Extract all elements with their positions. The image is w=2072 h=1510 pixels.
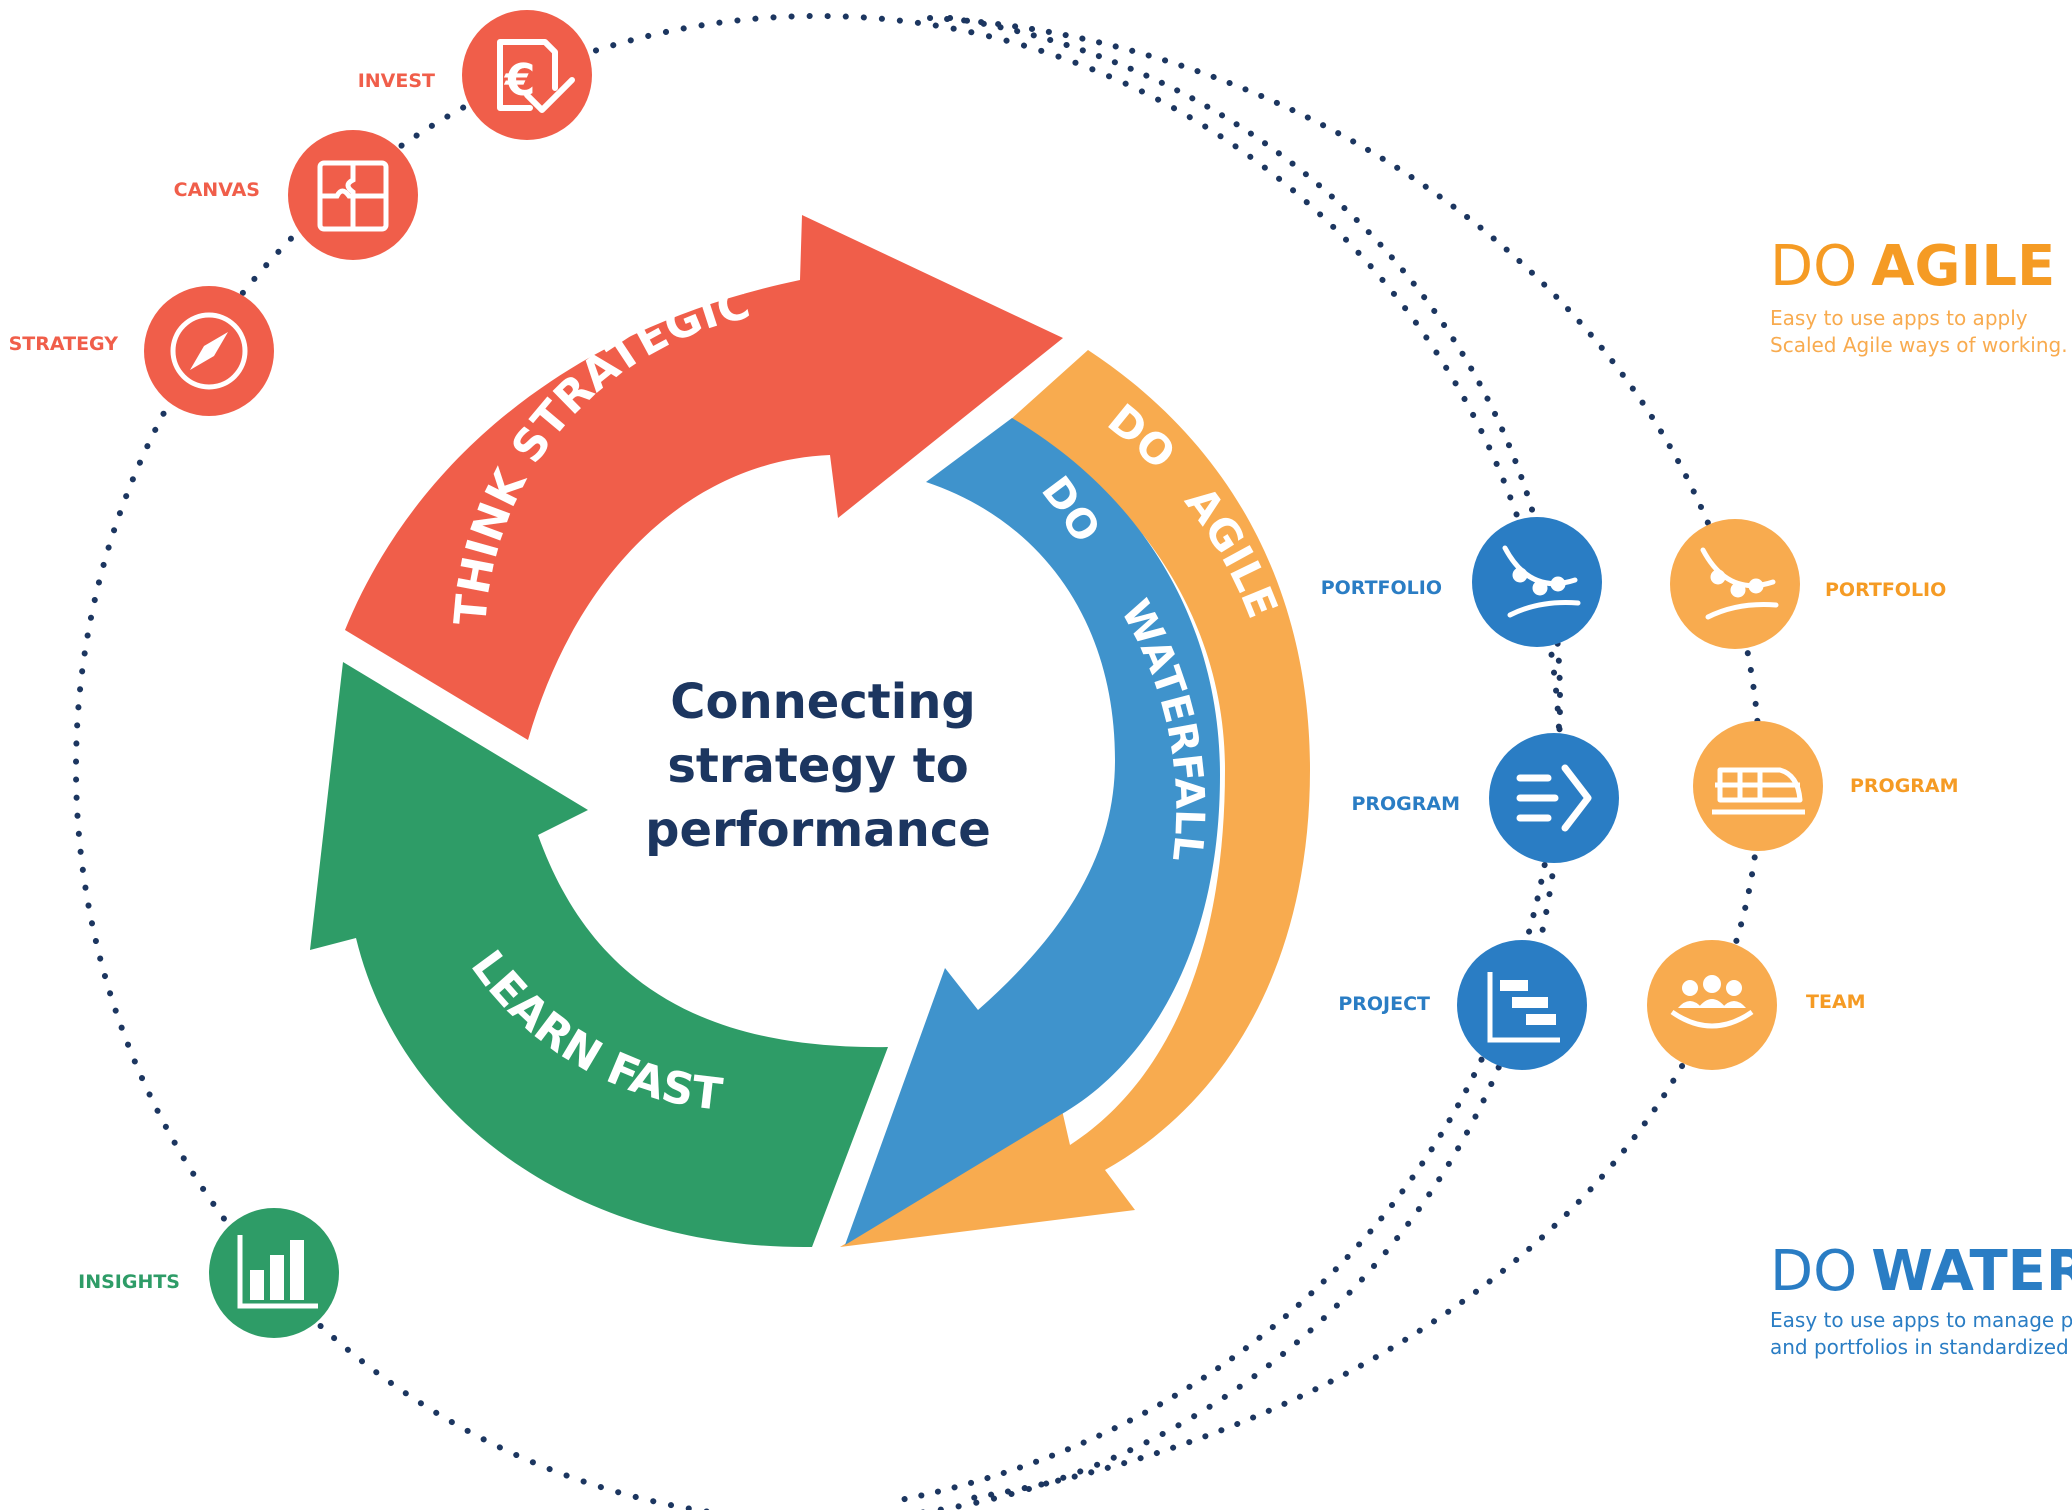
agile-portfolio-label: PORTFOLIO xyxy=(1825,579,1946,601)
waterfall-program-label: PROGRAM xyxy=(1351,793,1460,815)
do-agile-arrow xyxy=(840,350,1310,1247)
insights-label: INSIGHTS xyxy=(78,1271,180,1293)
do-waterfall-desc-line-2: and portfolios in standardized ways. xyxy=(1770,1335,2072,1359)
portfolio-funnel-icon xyxy=(1502,545,1581,618)
waterfall-project-label: PROJECT xyxy=(1338,993,1430,1015)
cycle xyxy=(310,215,1310,1248)
agile-team-label: TEAM xyxy=(1806,991,1866,1013)
compass-icon xyxy=(170,312,248,390)
node-invest[interactable]: € INVEST xyxy=(358,10,592,140)
portfolio-funnel-icon xyxy=(1700,547,1779,620)
learn-fast-arrow xyxy=(310,662,888,1248)
node-insights[interactable]: INSIGHTS xyxy=(78,1208,339,1338)
team-icon xyxy=(1670,975,1754,1029)
euro-check-icon: € xyxy=(497,39,575,113)
node-agile-portfolio[interactable]: PORTFOLIO xyxy=(1670,519,1946,649)
node-waterfall-project[interactable]: PROJECT xyxy=(1338,940,1587,1070)
do-waterfall-arrow xyxy=(845,418,1220,1245)
invest-label: INVEST xyxy=(358,70,435,92)
center-line-1: Connecting xyxy=(670,674,975,730)
node-agile-team[interactable]: TEAM xyxy=(1647,940,1866,1070)
waterfall-portfolio-label: PORTFOLIO xyxy=(1321,577,1442,599)
gantt-icon xyxy=(1487,972,1560,1043)
think-strategic-arrow xyxy=(345,215,1063,740)
node-canvas[interactable]: CANVAS xyxy=(174,130,418,260)
center-line-3: performance xyxy=(645,802,991,858)
canvas-label: CANVAS xyxy=(174,179,260,201)
puzzle-icon xyxy=(317,160,389,232)
do-waterfall-desc-line-1: Easy to use apps to manage projects, pro… xyxy=(1770,1308,2072,1332)
center-line-2: strategy to xyxy=(667,738,968,794)
strategy-label: STRATEGY xyxy=(9,333,119,355)
node-waterfall-portfolio[interactable]: PORTFOLIO xyxy=(1321,517,1602,647)
orbit-waterfall-inner xyxy=(897,15,1564,1503)
agile-program-label: PROGRAM xyxy=(1850,775,1959,797)
node-strategy[interactable]: STRATEGY xyxy=(9,286,274,416)
do-agile-desc-line-1: Easy to use apps to apply xyxy=(1770,306,2028,330)
train-icon xyxy=(1712,767,1805,815)
do-agile-desc-line-2: Scaled Agile ways of working. xyxy=(1770,333,2068,357)
node-waterfall-program[interactable]: PROGRAM xyxy=(1351,733,1619,863)
bar-chart-icon xyxy=(237,1235,318,1309)
node-agile-program[interactable]: PROGRAM xyxy=(1693,721,1959,851)
program-arrow-icon xyxy=(1516,764,1592,832)
